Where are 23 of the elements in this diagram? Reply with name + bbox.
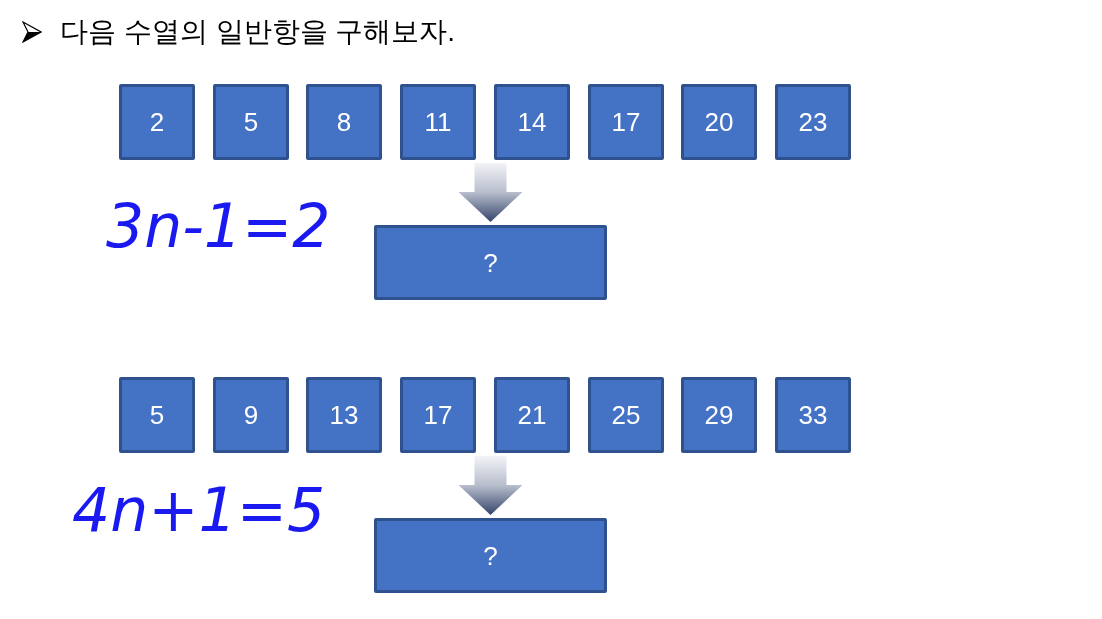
number-box: 23 [775, 84, 851, 160]
number-box: 21 [494, 377, 570, 453]
block-arrow [458, 456, 523, 515]
number-box: 29 [681, 377, 757, 453]
answer-box: ? [374, 225, 607, 300]
number-box: 2 [119, 84, 195, 160]
answer-box: ? [374, 518, 607, 593]
handwritten-equation: 3n-1=2 [106, 190, 331, 262]
number-box: 33 [775, 377, 851, 453]
number-box: 11 [400, 84, 476, 160]
number-box: 8 [306, 84, 382, 160]
handwritten-equation: 4n+1=5 [72, 474, 326, 546]
number-box: 17 [400, 377, 476, 453]
number-box: 14 [494, 84, 570, 160]
number-box: 17 [588, 84, 664, 160]
title: 다음 수열의 일반항을 구해보자. [60, 15, 456, 49]
number-box: 5 [213, 84, 289, 160]
number-box: 13 [306, 377, 382, 453]
block-arrow [458, 163, 523, 222]
number-box: 25 [588, 377, 664, 453]
number-box: 9 [213, 377, 289, 453]
number-box: 5 [119, 377, 195, 453]
number-box: 20 [681, 84, 757, 160]
